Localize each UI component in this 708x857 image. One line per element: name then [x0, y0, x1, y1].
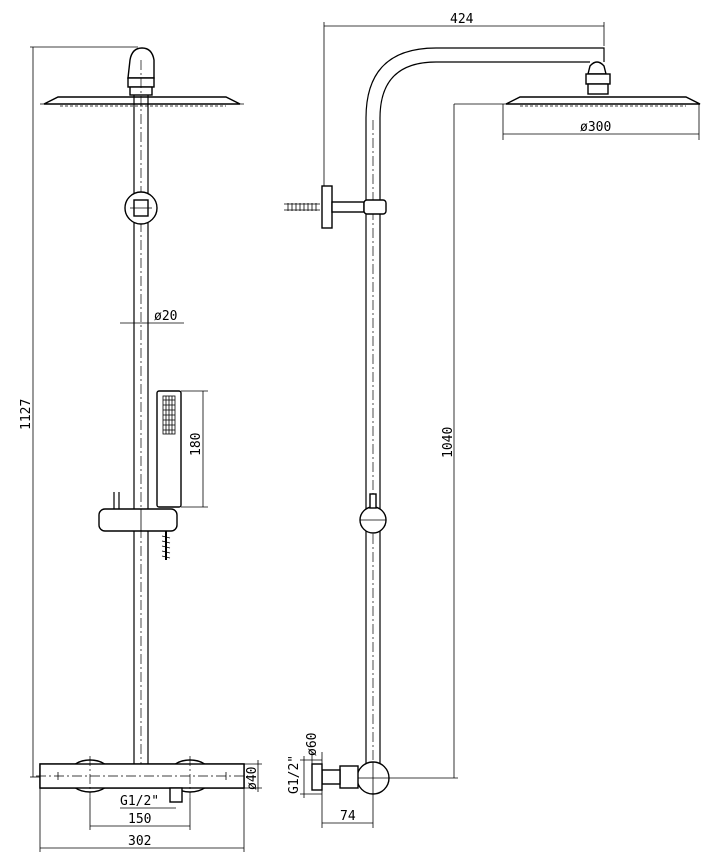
- connection-thread-label: G1/2": [287, 755, 302, 794]
- side-head-diameter-dimension: ø300: [502, 104, 700, 140]
- escutcheon-diameter-label: ø60: [305, 733, 320, 756]
- front-total-height-dimension: 1127: [19, 46, 138, 778]
- front-slider-holder: [98, 492, 178, 532]
- front-thermostat-body: [36, 756, 248, 803]
- inlet-spacing-label: 150: [128, 812, 151, 827]
- front-hose: [161, 531, 171, 560]
- side-arm-projection-dimension: 424: [323, 12, 605, 205]
- side-riser-arm: [365, 47, 605, 790]
- hand-shower-length-label: 180: [189, 433, 204, 456]
- front-riser-pipe: [133, 60, 149, 770]
- front-body-width-dimension: 302: [39, 788, 245, 852]
- front-wall-bracket: [124, 191, 158, 225]
- side-shower-head: [502, 61, 701, 107]
- height-to-head-label: 1040: [441, 427, 456, 458]
- front-pipe-diameter-dimension: ø20: [120, 309, 184, 324]
- front-body-diameter-dimension: ø40: [244, 760, 262, 792]
- front-shower-head: [40, 47, 244, 107]
- side-connection-dimensions: G1/2" ø60 74: [287, 733, 374, 828]
- front-inlet-dimension: G1/2" 150: [89, 794, 191, 830]
- head-diameter-label: ø300: [580, 120, 611, 135]
- body-width-label: 302: [128, 834, 151, 849]
- side-view: ø300 424 1040: [284, 12, 701, 828]
- side-diverter-knob: [359, 493, 387, 534]
- side-wall-bracket: [284, 185, 387, 229]
- front-view: ø20 180: [19, 46, 262, 852]
- body-diameter-label: ø40: [245, 767, 260, 790]
- front-hand-shower: 180: [156, 390, 208, 508]
- total-height-label: 1127: [19, 399, 34, 430]
- inlet-thread-label: G1/2": [120, 794, 159, 809]
- side-height-dimension: 1040: [386, 103, 502, 779]
- wall-offset-label: 74: [340, 809, 356, 824]
- side-thermostat-body: [311, 761, 390, 795]
- pipe-diameter-label: ø20: [154, 309, 177, 324]
- arm-projection-label: 424: [450, 12, 474, 27]
